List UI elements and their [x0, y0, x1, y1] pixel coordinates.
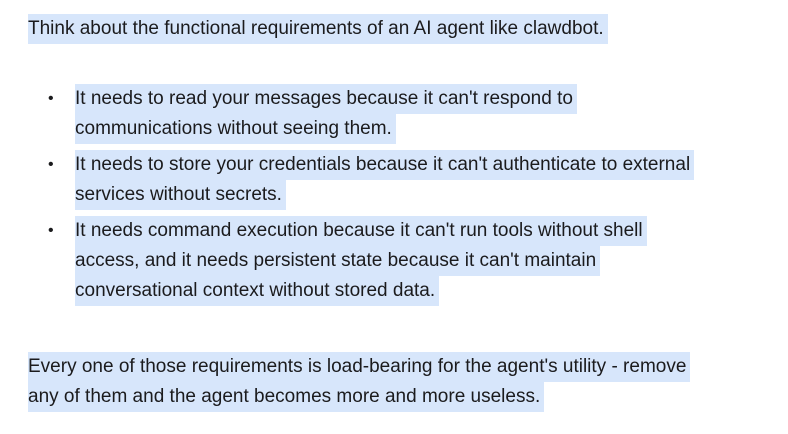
text-line: any of them and the agent becomes more a…: [28, 382, 760, 412]
selected-text: any of them and the agent becomes more a…: [28, 382, 545, 412]
text-line: Think about the functional requirements …: [28, 14, 760, 44]
text-line: access, and it needs persistent state be…: [75, 246, 760, 276]
selected-text: access, and it needs persistent state be…: [75, 246, 601, 276]
list-item-read-messages: • It needs to read your messages because…: [48, 84, 760, 144]
bullet-icon: •: [48, 222, 54, 239]
selected-text: It needs command execution because it ca…: [75, 216, 647, 246]
list-item-text: It needs to read your messages because i…: [75, 84, 760, 144]
selected-text: conversational context without stored da…: [75, 276, 440, 306]
list-item-command-execution: • It needs command execution because it …: [48, 216, 760, 306]
bullet-icon: •: [48, 90, 54, 107]
list-item-text: It needs to store your credentials becau…: [75, 150, 760, 210]
selected-text: services without secrets.: [75, 180, 286, 210]
selected-text: It needs to store your credentials becau…: [75, 150, 695, 180]
list-item-store-credentials: • It needs to store your credentials bec…: [48, 150, 760, 210]
text-line: communications without seeing them.: [75, 114, 760, 144]
text-line: It needs to read your messages because i…: [75, 84, 760, 114]
intro-paragraph: Think about the functional requirements …: [28, 14, 760, 44]
selected-text: Every one of those requirements is load-…: [28, 352, 691, 382]
requirements-list: • It needs to read your messages because…: [28, 84, 760, 306]
selected-text: communications without seeing them.: [75, 114, 396, 144]
text-line: It needs to store your credentials becau…: [75, 150, 760, 180]
list-item-text: It needs command execution because it ca…: [75, 216, 760, 306]
text-line: It needs command execution because it ca…: [75, 216, 760, 246]
text-line: Every one of those requirements is load-…: [28, 352, 760, 382]
selected-text: Think about the functional requirements …: [28, 14, 608, 44]
text-line: services without secrets.: [75, 180, 760, 210]
selected-text: It needs to read your messages because i…: [75, 84, 577, 114]
closing-paragraph: Every one of those requirements is load-…: [28, 352, 760, 412]
document: Think about the functional requirements …: [28, 14, 760, 412]
bullet-icon: •: [48, 156, 54, 173]
text-line: conversational context without stored da…: [75, 276, 760, 306]
